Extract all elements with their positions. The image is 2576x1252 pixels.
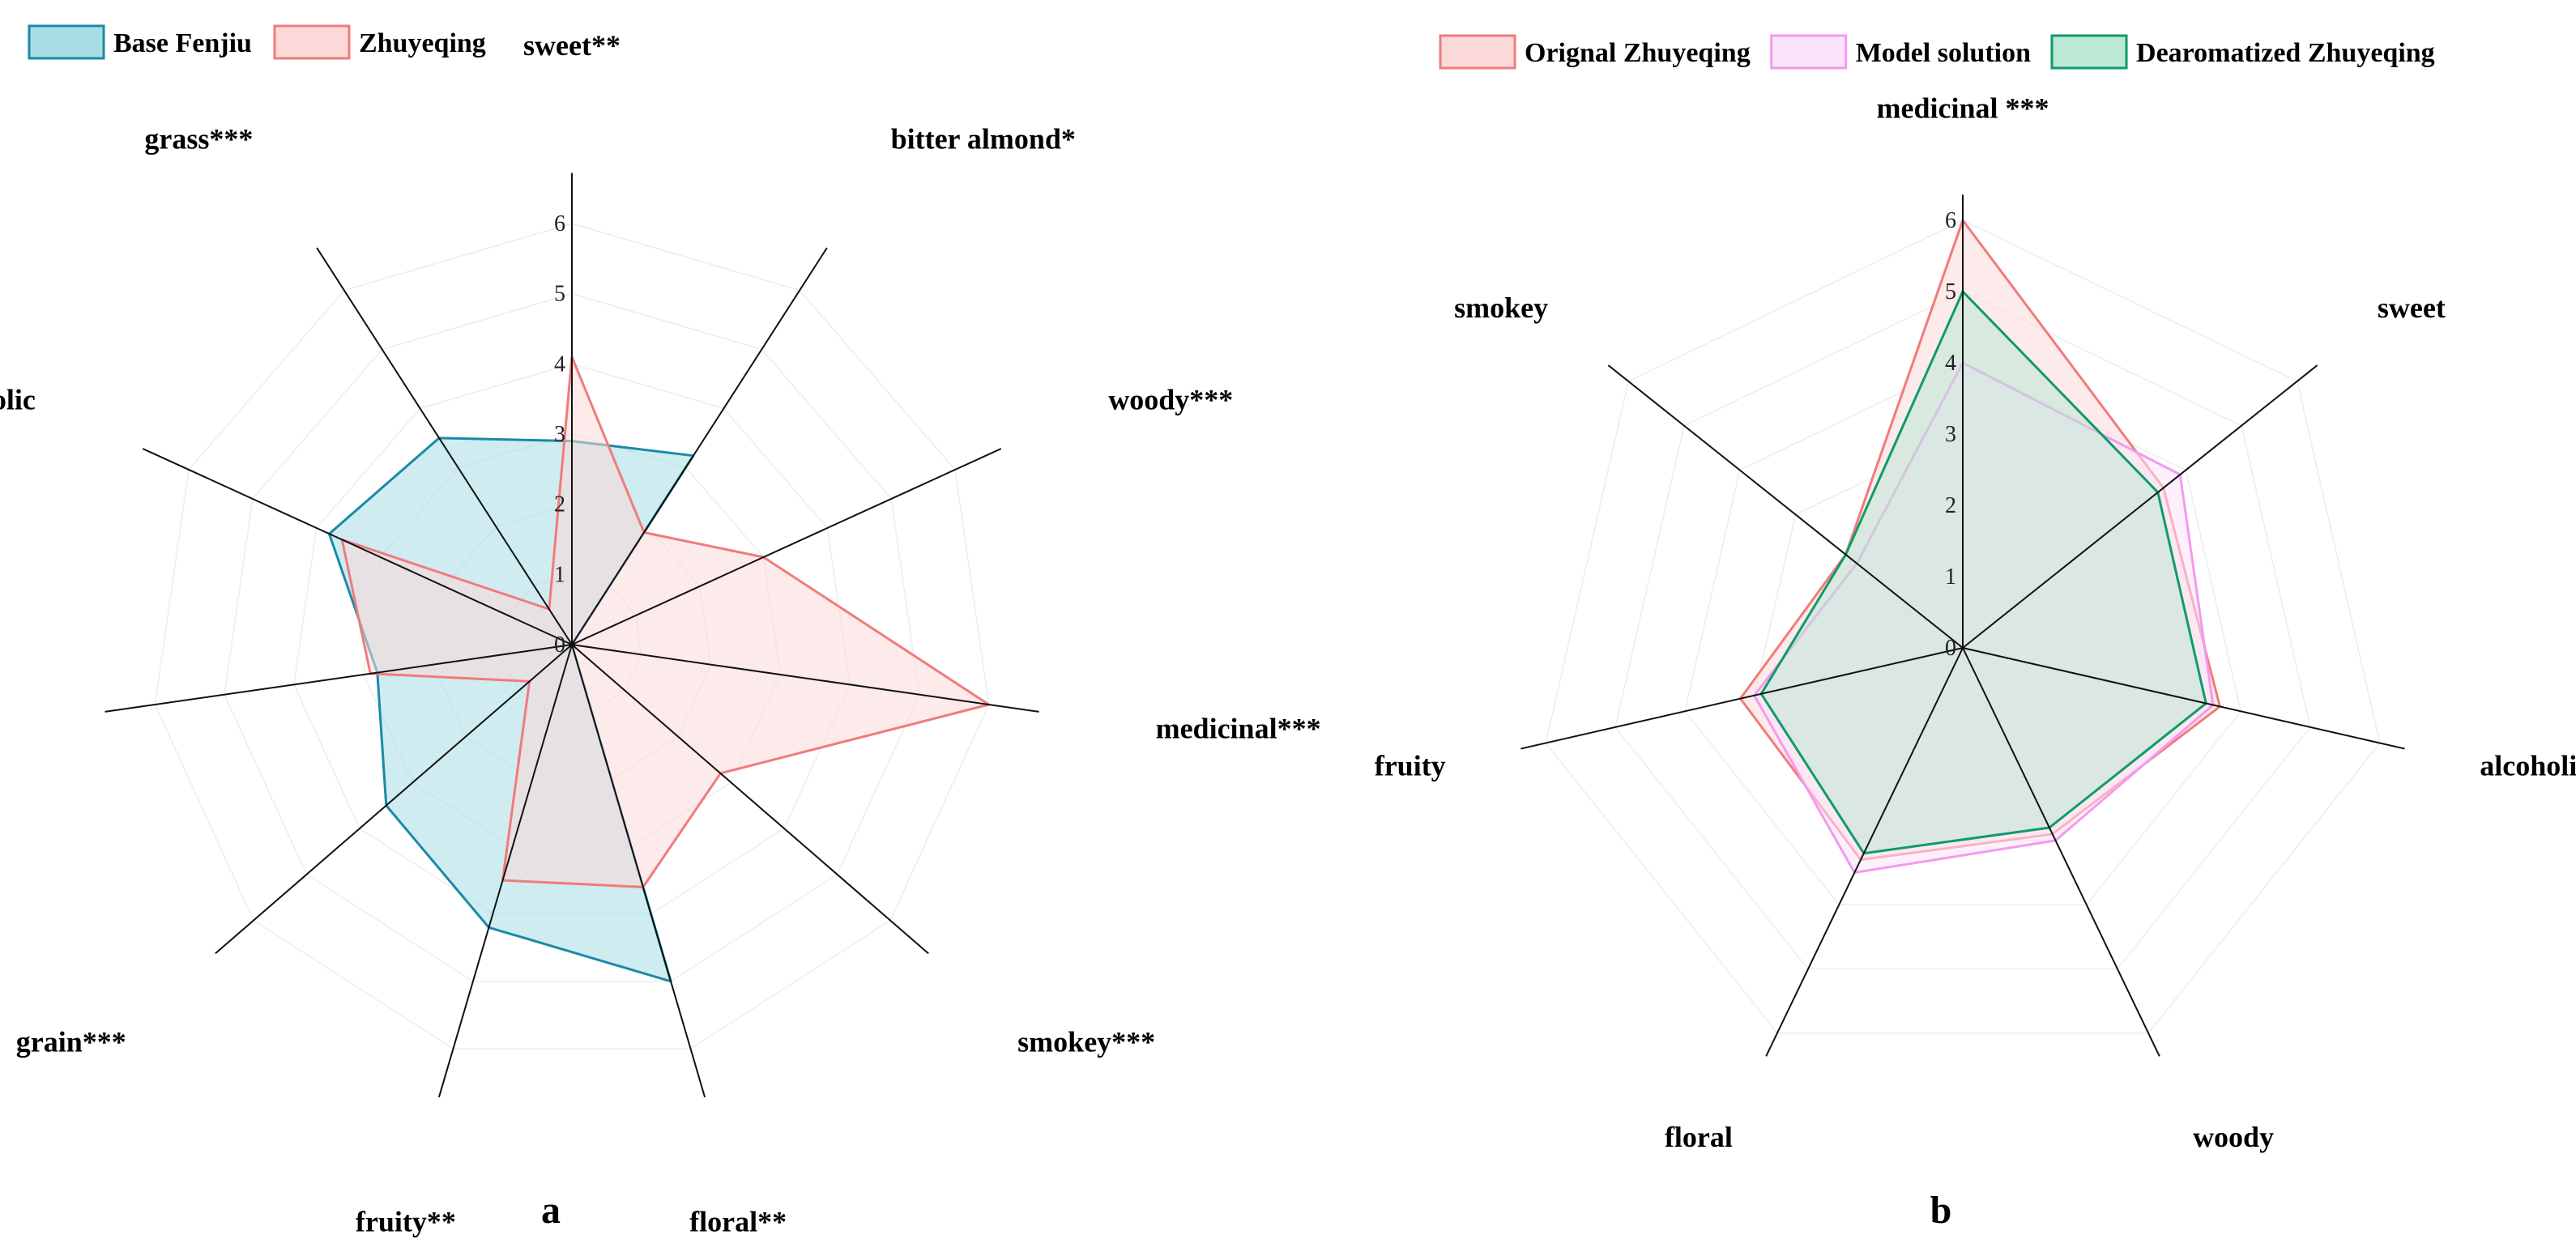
- radar-chart-a: 0 1 2 3 4 5 6 sweet** bitter almond* woody*** medi…: [0, 29, 1321, 1238]
- legend-label-dearomatized-zhuyeqing: Dearomatized Zhuyeqing: [2136, 38, 2435, 68]
- tick-label-3: 3: [1945, 422, 1956, 447]
- axis-spoke-floral: [1765, 647, 1964, 1057]
- legend-a: Base Fenjiu Zhuyeqing: [28, 24, 486, 60]
- panel-label-a: a: [541, 1189, 561, 1232]
- axis-label-alcoholic: alcoholic: [0, 384, 36, 416]
- legend-label-model-solution: Model solution: [1856, 38, 2031, 68]
- legend-swatch-model-solution: [1770, 34, 1848, 70]
- series-area-dearomatized-zhuyeqing: [1759, 290, 2207, 855]
- axis-spoke-woody: [571, 448, 1002, 645]
- tick-label-0: 0: [1945, 636, 1956, 661]
- grid-ring-6: [154, 223, 990, 1050]
- tick-label-6: 6: [554, 211, 565, 236]
- series-area-zhuyeqing: [340, 356, 991, 888]
- axis-label-smokey: smokey: [1454, 292, 1548, 324]
- tick-label-4: 4: [554, 351, 565, 377]
- tick-label-2: 2: [554, 492, 565, 517]
- axis-label-smokey: smokey***: [1017, 1026, 1155, 1058]
- grid-ring-5: [224, 292, 920, 982]
- axis-label-sweet: sweet: [2378, 292, 2446, 324]
- axis-label-grass: grass***: [144, 123, 253, 155]
- tick-label-0: 0: [554, 632, 565, 658]
- axis-spoke-smokey: [1607, 364, 1964, 649]
- axis-label-alcoholic: alcoholic: [2480, 750, 2576, 782]
- axis-label-fruity: fruity**: [356, 1206, 456, 1238]
- axis-label-floral: floral**: [689, 1206, 787, 1238]
- axis-label-bitter-almond: bitter almond*: [891, 123, 1076, 155]
- grid-ring-5: [1614, 291, 2311, 970]
- axis-spoke-grass: [316, 247, 573, 645]
- axis-label-medicinal: medicinal***: [1156, 713, 1321, 745]
- axis-spoke-floral: [571, 644, 706, 1098]
- axis-label-grain: grain***: [16, 1026, 126, 1058]
- axis-label-woody: woody: [2193, 1121, 2274, 1153]
- axis-label-fruity: fruity: [1375, 750, 1446, 782]
- grid-ring-6: [1545, 219, 2381, 1034]
- legend-label-orignal-zhuyeqing: Orignal Zhuyeqing: [1525, 38, 1751, 68]
- grid-ring-4: [1684, 362, 2241, 905]
- legend-b: Orignal Zhuyeqing Model solution Dearomati…: [1439, 34, 2435, 70]
- axis-label-medicinal: medicinal ***: [1877, 92, 2049, 124]
- legend-swatch-zhuyeqing: [273, 24, 351, 60]
- tick-label-1: 1: [554, 562, 565, 587]
- axis-spoke-grain: [215, 644, 573, 955]
- axis-spoke-alcoholic: [142, 448, 573, 645]
- axis-spoke-alcoholic: [1962, 647, 2405, 750]
- axis-spoke-medicinal: [571, 644, 1039, 713]
- legend-swatch-orignal-zhuyeqing: [1439, 34, 1516, 70]
- axis-spoke-sweet: [1962, 364, 2318, 649]
- legend-label-zhuyeqing: Zhuyeqing: [359, 28, 486, 58]
- tick-label-5: 5: [554, 282, 565, 307]
- axis-spoke-bitter-almond: [571, 247, 828, 645]
- axis-label-woody: woody***: [1108, 384, 1233, 416]
- axis-label-floral: floral: [1665, 1121, 1733, 1153]
- axis-label-sweet: sweet**: [523, 29, 621, 62]
- axis-spoke-smokey: [571, 644, 929, 955]
- axis-spoke-fruity: [437, 644, 573, 1098]
- legend-swatch-base-fenjiu: [28, 24, 105, 60]
- axis-spoke-acid: [104, 644, 573, 713]
- legend-label-base-fenjiu: Base Fenjiu: [113, 28, 252, 58]
- legend-swatch-dearomatized-zhuyeqing: [2050, 34, 2128, 70]
- axis-spoke-fruity: [1520, 647, 1964, 750]
- panel-label-b: b: [1930, 1189, 1952, 1232]
- tick-label-3: 3: [554, 422, 565, 447]
- tick-label-1: 1: [1945, 564, 1956, 590]
- axis-spoke-woody: [1962, 647, 2160, 1057]
- tick-label-6: 6: [1945, 208, 1956, 233]
- tick-label-2: 2: [1945, 493, 1956, 518]
- radar-chart-b: 0 1 2 3 4 5 6 medicinal *** sweet alcoholic woody f…: [1375, 92, 2576, 1153]
- tick-label-4: 4: [1945, 351, 1956, 376]
- tick-label-5: 5: [1945, 279, 1956, 304]
